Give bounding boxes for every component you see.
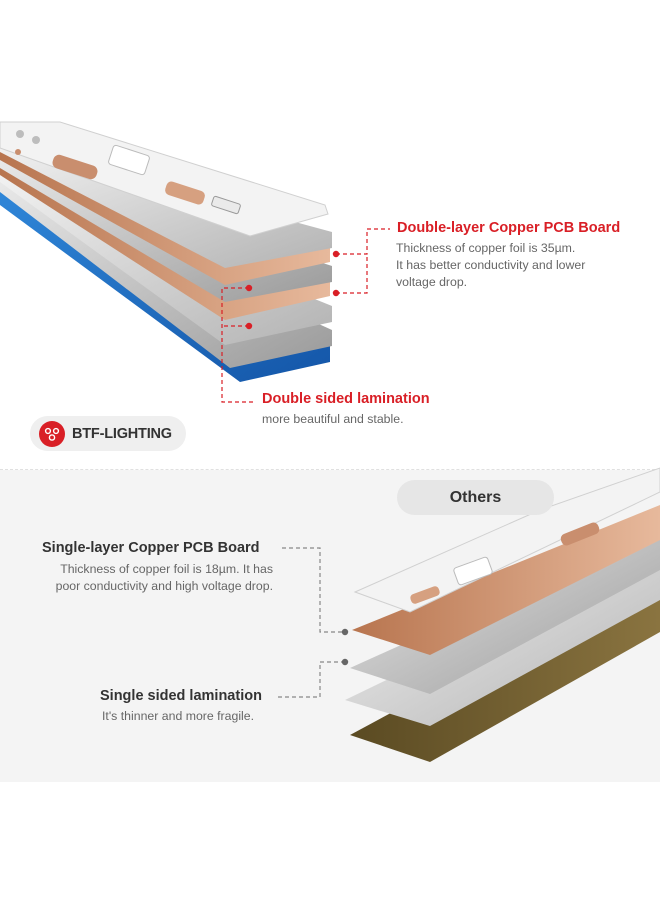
double-lamination-title: Double sided lamination xyxy=(262,391,430,407)
single-lamination-desc: It's thinner and more fragile. xyxy=(102,709,255,723)
pad xyxy=(52,154,98,180)
btf-strip-layers xyxy=(0,121,332,382)
others-strip-layers xyxy=(345,467,660,762)
brand-logo-icon xyxy=(39,420,65,447)
double-pcb-title: Double-layer Copper PCB Board xyxy=(397,220,621,236)
pad xyxy=(165,181,205,205)
double-pcb-desc-line3: voltage drop. xyxy=(396,275,468,289)
btf-callout-lines xyxy=(221,228,390,403)
double-lamination-desc: more beautiful and stable. xyxy=(262,412,404,426)
resistor xyxy=(211,195,241,215)
led-strip-surface xyxy=(0,121,329,237)
single-pcb-desc-line2: poor conductivity and high voltage drop. xyxy=(55,579,273,593)
btf-callout-dots xyxy=(245,250,340,330)
panel-divider xyxy=(0,469,660,470)
solder-dot xyxy=(16,130,24,138)
led-chip xyxy=(453,556,493,586)
solder-dot xyxy=(15,149,21,155)
others-callout-dots xyxy=(341,628,349,666)
others-badge: Others xyxy=(397,480,554,515)
brand-badge: BTF-LIGHTING xyxy=(30,416,186,451)
double-pcb-desc-line1: Thickness of copper foil is 35µm. xyxy=(396,241,576,255)
pad xyxy=(560,522,600,546)
led-strip-surface xyxy=(353,467,660,613)
double-pcb-desc-line2: It has better conductivity and lower xyxy=(396,258,586,272)
single-pcb-title: Single-layer Copper PCB Board xyxy=(42,540,260,556)
copper-layer xyxy=(352,505,660,655)
led-chip xyxy=(108,144,150,176)
others-callout-lines xyxy=(278,547,345,698)
brand-name: BTF-LIGHTING xyxy=(72,425,172,442)
single-pcb-desc-line1: Thickness of copper foil is 18µm. It has xyxy=(60,562,273,576)
pad xyxy=(410,586,440,604)
single-lamination-title: Single sided lamination xyxy=(100,688,262,704)
solder-dot xyxy=(32,136,40,144)
